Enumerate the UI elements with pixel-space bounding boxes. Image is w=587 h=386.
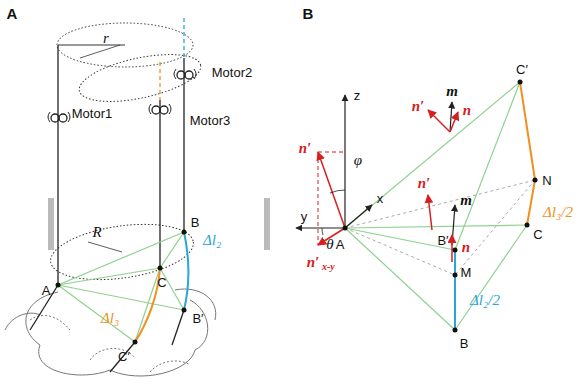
axis-label: z: [354, 89, 361, 102]
dimension-label: R: [92, 225, 101, 240]
motor-label: Motor3: [190, 114, 230, 127]
panel-letter: B: [303, 6, 314, 21]
motor-label: Motor2: [212, 66, 252, 79]
length-change-label: Δl₂/2: [470, 293, 500, 308]
axis-label: y: [301, 210, 308, 223]
angle-label: θ: [326, 237, 333, 252]
point-label: A: [42, 284, 51, 297]
point-label: B′: [192, 312, 203, 325]
point-label: M: [461, 266, 472, 279]
point-label: C′: [118, 350, 130, 363]
axis-label: x: [377, 192, 384, 205]
vector-label: n′: [299, 141, 312, 156]
vector-label: m: [446, 84, 458, 99]
vector-label: n: [462, 240, 470, 255]
length-change-label: Δl₃: [101, 311, 119, 326]
point-label: B: [191, 216, 200, 229]
point-label: B: [460, 337, 469, 350]
vector-label: n: [463, 103, 471, 118]
point-label: N: [542, 174, 551, 187]
angle-label: φ: [354, 153, 362, 168]
point-label: B′: [437, 234, 448, 247]
point-label: A: [336, 238, 345, 251]
vector-subscript: x-y: [322, 262, 335, 272]
vector-label: n′: [412, 99, 425, 114]
length-change-label: Δl₂: [203, 233, 221, 248]
dimension-label: r: [103, 31, 109, 46]
point-label: C′: [516, 63, 528, 76]
point-label: C: [533, 228, 542, 241]
vector-label: n′: [307, 255, 320, 270]
vector-label: n′: [418, 176, 431, 191]
vector-label: m: [460, 193, 472, 208]
length-change-label: Δl₃/2: [543, 205, 573, 220]
motor-label: Motor1: [72, 107, 112, 120]
panel-letter: A: [7, 6, 18, 21]
point-label: C: [157, 276, 166, 289]
